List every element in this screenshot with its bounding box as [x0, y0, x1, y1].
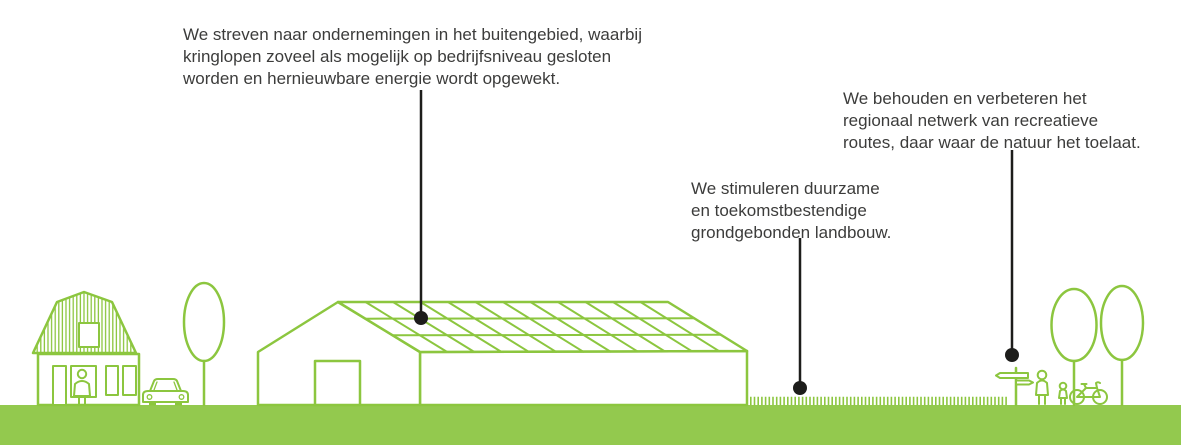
- person-at-house-icon: [73, 368, 91, 405]
- barn-door-icon: [313, 359, 362, 407]
- pedestrian-adult-icon: [1035, 369, 1049, 405]
- dormer-window-icon: [78, 322, 100, 348]
- pedestrian-child-icon: [1058, 381, 1068, 405]
- front-door-icon: [52, 365, 67, 406]
- callout-dot: [1005, 348, 1019, 362]
- callout-dot: [793, 381, 807, 395]
- callout-line-agriculture: [793, 238, 807, 395]
- car-wheel: [175, 402, 182, 406]
- signpost-icon: [995, 366, 1034, 407]
- grass-strip: [0, 405, 1181, 445]
- annotation-recreation: We behouden en verbeteren het regionaal …: [843, 89, 1141, 152]
- bicycle-icon: [1069, 381, 1108, 405]
- window-icon: [122, 365, 137, 396]
- tree-icon: [182, 281, 226, 407]
- annotation-agriculture: We stimuleren duurzame en toekomstbesten…: [691, 179, 892, 242]
- annotation-farm-business: We streven naar ondernemingen in het bui…: [183, 25, 642, 88]
- tree-icon: [1099, 284, 1145, 407]
- callout-dot: [414, 311, 428, 325]
- car-icon: [142, 378, 189, 406]
- tree-icon: [1050, 287, 1098, 407]
- solar-panels-icon: [336, 300, 749, 354]
- callout-line-farm-business: [414, 90, 428, 325]
- barn-icon: [256, 300, 749, 407]
- car-wheel: [149, 402, 156, 406]
- house-icon: [31, 290, 141, 407]
- window-icon: [105, 365, 119, 396]
- callout-line-recreation: [1005, 150, 1019, 362]
